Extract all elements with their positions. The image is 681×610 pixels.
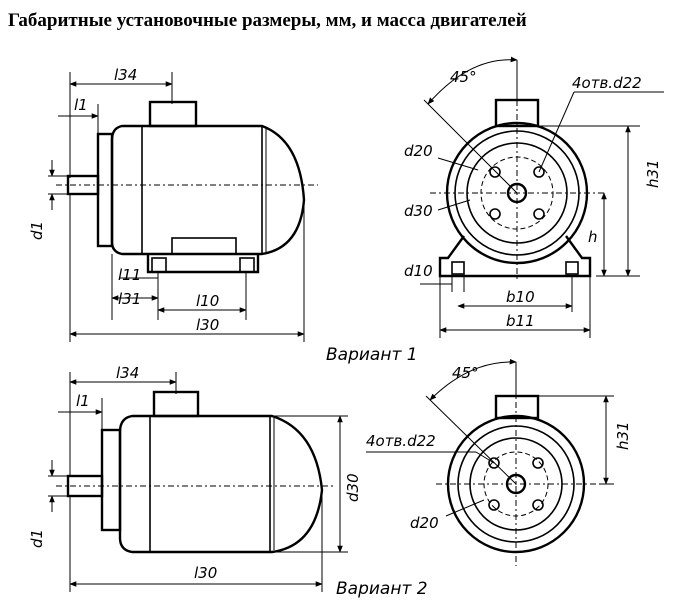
label-angle-45: 45° [450, 68, 477, 86]
label-h: h [588, 228, 598, 246]
label-l30: l30 [194, 564, 217, 582]
label-l1: l1 [76, 392, 90, 410]
label-l31: l31 [118, 290, 141, 308]
label-d30: d30 [404, 202, 433, 220]
page-title: Габаритные установочные размеры, мм, и м… [8, 10, 527, 31]
label-l1: l1 [74, 96, 88, 114]
label-h31: h31 [614, 421, 632, 450]
variant2-caption: Вариант 2 [336, 579, 428, 599]
variant1-front-view: 45° 4отв.d22 d20 d30 h31 h d10 b10 b11 [404, 56, 664, 338]
label-l11: l11 [118, 266, 141, 284]
variant1-side-view: l34 l1 d1 l11 l31 l10 l30 [28, 66, 318, 342]
label-b10: b10 [506, 288, 535, 306]
label-d20: d20 [410, 514, 439, 532]
variant2-front-view: 45° 4отв.d22 d20 h31 [366, 358, 632, 566]
label-d1: d1 [28, 529, 46, 548]
label-h31: h31 [644, 159, 662, 188]
label-angle-45: 45° [452, 364, 479, 382]
label-l34: l34 [116, 364, 139, 382]
label-d20: d20 [404, 142, 433, 160]
label-d30: d30 [344, 473, 362, 502]
label-d1: d1 [28, 221, 46, 240]
label-holes-d22: 4отв.d22 [572, 74, 642, 92]
label-l10: l10 [196, 292, 219, 310]
label-d10: d10 [404, 262, 433, 280]
variant1-caption: Вариант 1 [326, 345, 418, 365]
label-b11: b11 [506, 312, 535, 330]
variant2-side-view: l34 l1 d1 d30 l30 [28, 364, 362, 592]
label-l34: l34 [114, 66, 137, 84]
label-l30: l30 [196, 316, 219, 334]
label-holes-d22: 4отв.d22 [366, 432, 436, 450]
